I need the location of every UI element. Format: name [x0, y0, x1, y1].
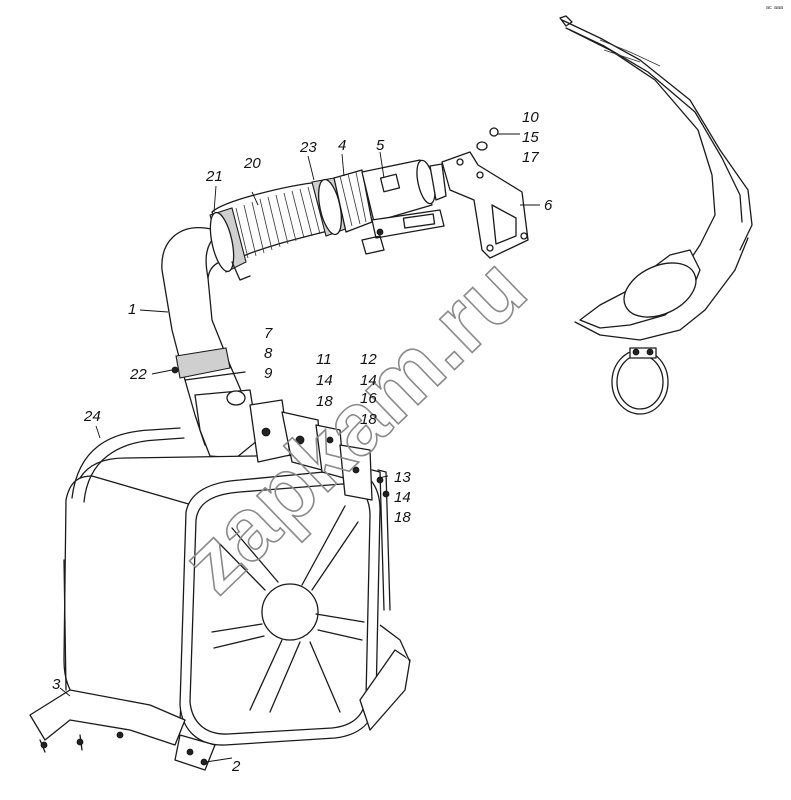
callout-11: 11: [316, 351, 332, 368]
callout-20: 20: [243, 155, 261, 172]
intake-snorkel-drawing: [559, 15, 753, 341]
callout-18-a: 18: [316, 393, 333, 410]
mounting-bracket-drawing: [249, 399, 391, 611]
corner-mark: ᵃᶜ ᵃᵃᵃ: [766, 4, 784, 13]
callout-16: 16: [360, 390, 377, 407]
callout-1: 1: [128, 301, 136, 318]
callout-labels: 10 15 17 23 4 5 20 21 6 1 7 8 9 22 11 14…: [52, 109, 553, 775]
callout-8: 8: [264, 345, 273, 362]
callout-5: 5: [376, 137, 385, 154]
callout-17: 17: [522, 149, 539, 166]
corrugated-hose-drawing: [209, 177, 349, 281]
callout-14-c: 14: [394, 489, 411, 506]
callout-15: 15: [522, 129, 539, 146]
callout-13: 13: [394, 469, 411, 486]
snorkel-clamp-drawing: [611, 347, 669, 415]
callout-6: 6: [544, 197, 553, 214]
exhaust-pipe-drawing: [161, 227, 259, 459]
callout-4: 4: [338, 137, 346, 154]
callout-14-a: 14: [316, 372, 333, 389]
callout-18-c: 18: [394, 509, 411, 526]
leader-lines: [59, 133, 540, 763]
callout-24: 24: [83, 408, 101, 425]
callout-10: 10: [522, 109, 539, 126]
exhaust-brake-drawing: [333, 159, 447, 255]
callout-7: 7: [264, 325, 273, 342]
muffler-drawing: [63, 427, 411, 746]
callout-12: 12: [360, 351, 377, 368]
callout-22: 22: [129, 366, 147, 383]
bracket-drawing: [441, 127, 529, 259]
callout-21: 21: [205, 168, 223, 185]
callout-14-b: 14: [360, 372, 377, 389]
callout-2: 2: [231, 758, 241, 775]
support-bracket-drawing: [29, 689, 216, 771]
callout-3: 3: [52, 676, 61, 693]
callout-18-b: 18: [360, 411, 377, 428]
callout-23: 23: [299, 139, 317, 156]
callout-9: 9: [264, 365, 273, 382]
